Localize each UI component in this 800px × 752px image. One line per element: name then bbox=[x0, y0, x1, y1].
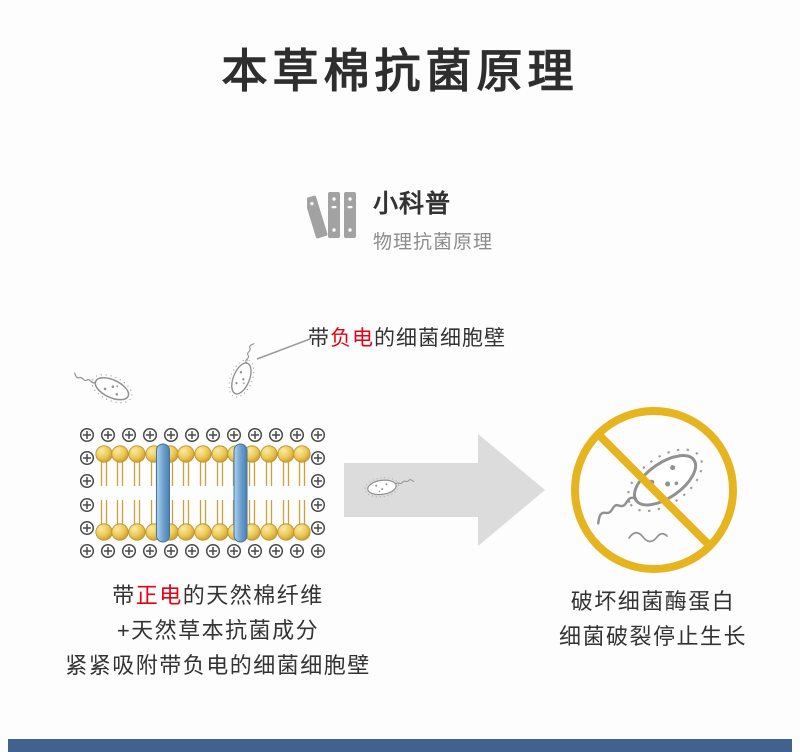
science-note: 小科普 物理抗菌原理 bbox=[0, 184, 800, 254]
membrane-caption: 带正电的天然棉纤维 +天然草本抗菌成分 紧紧吸附带负电的细菌细胞壁 bbox=[40, 578, 396, 683]
lipid-heads-top bbox=[95, 445, 311, 463]
negative-charge-callout: 带负电的细菌细胞壁 bbox=[308, 322, 506, 352]
science-text: 小科普 物理抗菌原理 bbox=[373, 184, 493, 254]
prohibition-circle bbox=[571, 407, 737, 573]
flagellum-squiggle bbox=[628, 531, 668, 543]
lipid-tails-bottom bbox=[100, 500, 306, 524]
caption-suffix: 的天然棉纤维 bbox=[182, 583, 324, 608]
protein-channel-icon bbox=[156, 443, 248, 543]
caption-line-2: 细菌破裂停止生长 bbox=[558, 624, 747, 649]
caption-line-2: +天然草本抗菌成分 bbox=[116, 618, 320, 643]
section-divider-bar bbox=[8, 739, 792, 752]
bacterium-icon bbox=[69, 360, 137, 410]
science-subheading: 物理抗菌原理 bbox=[372, 232, 493, 253]
arrow-right-icon bbox=[344, 434, 545, 546]
callout-highlight: 负电 bbox=[330, 327, 374, 350]
callout-suffix: 的细菌细胞壁 bbox=[374, 327, 506, 350]
callout-leader-line bbox=[256, 338, 311, 360]
caption-line-3: 紧紧吸附带负电的细菌细胞壁 bbox=[65, 653, 371, 678]
caption-line-1: 破坏细菌酶蛋白 bbox=[570, 589, 736, 614]
bacterium-icon bbox=[223, 339, 266, 402]
arrow-body bbox=[344, 463, 478, 517]
cotton-fiber-membrane-diagram bbox=[79, 427, 326, 559]
lipid-heads-bottom bbox=[95, 523, 311, 541]
prohibition-slash bbox=[595, 431, 713, 549]
lipid-tails-top bbox=[100, 462, 306, 486]
no-bacteria-icon bbox=[571, 407, 737, 573]
caption-prefix: 带 bbox=[112, 583, 136, 608]
science-heading: 小科普 bbox=[372, 190, 451, 218]
page-title: 本草棉抗菌原理 bbox=[221, 44, 579, 97]
caption-line-1: 带正电的天然棉纤维 bbox=[40, 578, 396, 613]
books-icon bbox=[306, 192, 356, 239]
caption-highlight: 正电 bbox=[135, 583, 183, 608]
result-caption: 破坏细菌酶蛋白 细菌破裂停止生长 bbox=[520, 584, 786, 654]
arrow-head bbox=[478, 434, 545, 546]
callout-prefix: 带 bbox=[308, 327, 330, 350]
